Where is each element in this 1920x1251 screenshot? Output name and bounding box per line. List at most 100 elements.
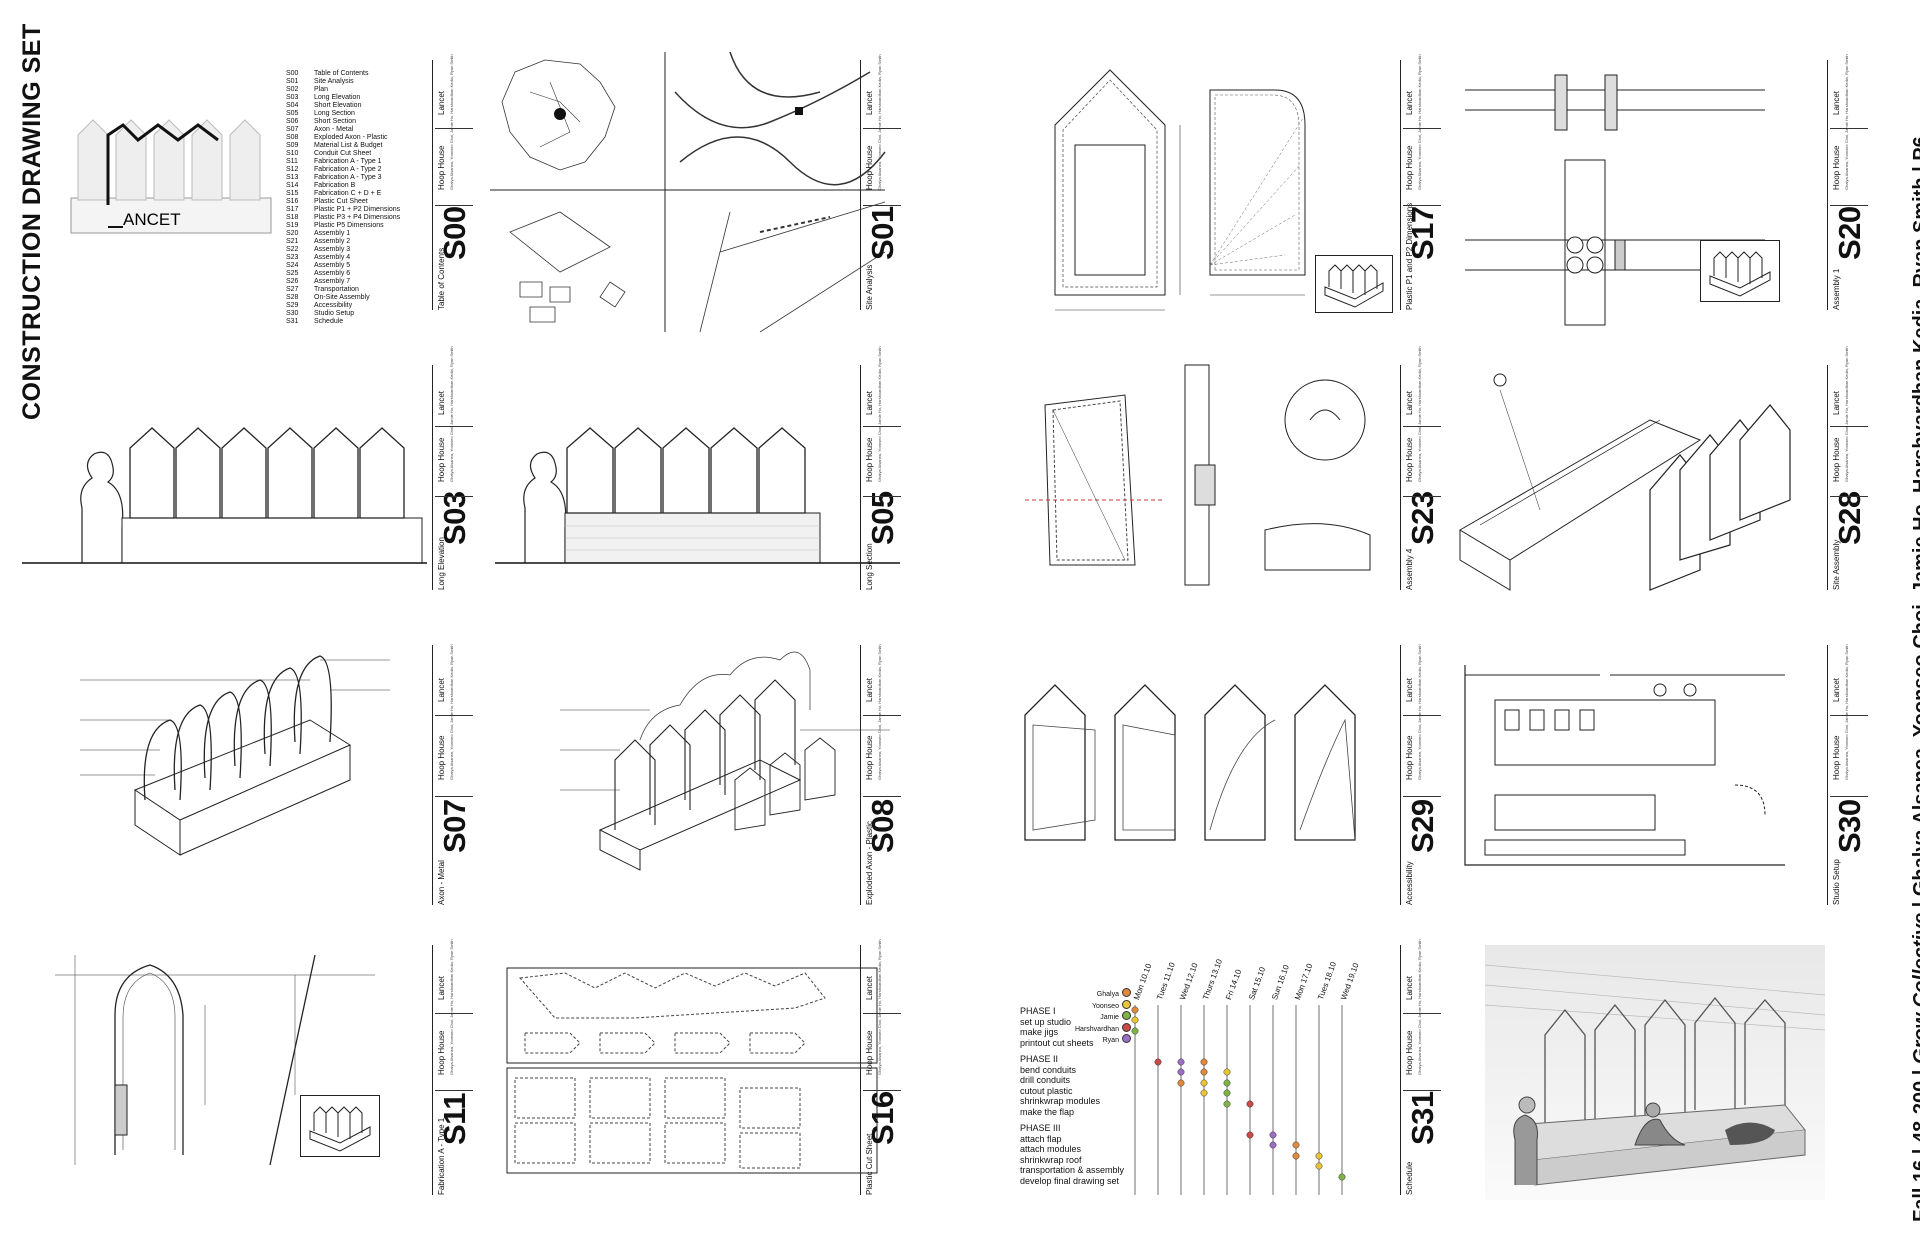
title-block-divider (435, 496, 473, 497)
title-block-divider (1403, 1090, 1441, 1091)
phase-task: attach flap (1020, 1133, 1062, 1144)
sheet-subtitle-label: Hoop House (865, 735, 874, 780)
sheet-name: Plastic Cut Sheet (865, 1133, 874, 1195)
phase-task: transportation & assembly (1020, 1165, 1125, 1175)
sheet-code: S28 (1832, 491, 1867, 545)
sheet-subtitle-label: Hoop House (865, 1030, 874, 1075)
legend-entry: Yoonseo (1075, 999, 1131, 1012)
legend-entry: Jamie (1075, 1011, 1131, 1023)
schedule-task-dot (1223, 1089, 1231, 1097)
sheet-code: S29 (1405, 799, 1440, 853)
phase-task: attach modules (1020, 1144, 1082, 1154)
schedule-task-dot (1200, 1068, 1208, 1076)
toc-code: S14 (286, 182, 299, 189)
toc-title: Plastic P5 Dimensions (314, 222, 384, 229)
schedule-day: Mon 17.10 (1293, 962, 1315, 1002)
toc-code: S17 (286, 206, 299, 213)
phase-task: set up studio (1020, 1016, 1072, 1027)
sheet-subtitle-label: Hoop House (437, 145, 446, 190)
toc-title: Long Section (314, 110, 355, 117)
schedule-day: Tues 18.10 (1316, 960, 1339, 1002)
title-block-divider (435, 426, 473, 427)
title-block-divider (1830, 205, 1868, 206)
studio-setup-drawing (1464, 665, 1785, 866)
toc-code: S08 (286, 134, 299, 141)
sheet-subtitle-label: Hoop House (437, 437, 446, 482)
schedule-task-dot (1338, 1173, 1346, 1181)
schedule-day: Wed 12.10 (1178, 961, 1200, 1002)
phase-task: shrinkwrap roof (1020, 1154, 1082, 1165)
schedule-task-dot (1177, 1068, 1185, 1076)
title-block-divider (1830, 715, 1868, 716)
toc-title: Schedule (314, 318, 344, 325)
sheet-project-label: Lancet (1832, 90, 1841, 115)
legend-name: Ryan (1102, 1037, 1119, 1044)
sheet-code: S07 (437, 799, 472, 853)
sheet-name: Plastic P1 and P2 Dimensions (1405, 202, 1414, 310)
phase-task: develop final drawing set (1020, 1175, 1120, 1186)
sheet-fine-print: Ghalya Alsanea, Yoonseo Choi, Jamie Ho, … (1844, 346, 1849, 482)
toc-code: S23 (286, 254, 299, 261)
title-block-divider (863, 715, 901, 716)
sheet-project-label: Lancet (437, 90, 446, 115)
sheet-project-label: Lancet (1405, 90, 1414, 115)
title-block-divider (435, 205, 473, 206)
toc-title: Assembly 6 (314, 270, 351, 277)
toc-code: S05 (286, 110, 299, 117)
credit-group: Grow Collective (1910, 912, 1920, 1065)
sheet-fine-print: Ghalya Alsanea, Yoonseo Choi, Jamie Ho, … (449, 939, 454, 1075)
toc-code: S18 (286, 214, 299, 221)
schedule-task-dot (1269, 1141, 1277, 1149)
toc-row: S05 Long Section (286, 110, 400, 118)
toc-code: S22 (286, 246, 299, 253)
sheet-fine-print: Ghalya Alsanea, Yoonseo Choi, Jamie Ho, … (1417, 644, 1422, 780)
title-block-divider (435, 796, 473, 797)
sheet-subtitle-label: Hoop House (1832, 437, 1841, 482)
title-block-divider (435, 1090, 473, 1091)
sheet-name: Long Elevation (437, 537, 446, 590)
sheet-project-label: Lancet (437, 975, 446, 1000)
sheet-fine-print: Ghalya Alsanea, Yoonseo Choi, Jamie Ho, … (449, 346, 454, 482)
toc-code: S09 (286, 142, 299, 149)
title-block-divider (435, 715, 473, 716)
toc-code: S02 (286, 86, 299, 93)
schedule-task-dot (1131, 1006, 1139, 1014)
schedule-day: Wed 19.10 (1339, 961, 1361, 1002)
sheet-fine-print: Ghalya Alsanea, Yoonseo Choi, Jamie Ho, … (877, 346, 882, 482)
sheet-subtitle-label: Hoop House (865, 145, 874, 190)
toc-code: S01 (286, 78, 299, 85)
phase-title: PHASE III (1020, 1123, 1061, 1133)
legend-entry: Ghalya (1075, 988, 1131, 1000)
toc-title: Accessibility (314, 302, 353, 309)
sheet-code: S30 (1832, 799, 1867, 853)
toc-code: S24 (286, 262, 299, 269)
toc-code: S07 (286, 126, 299, 133)
toc-code: S21 (286, 238, 299, 245)
toc-title: Fabrication C + D + E (314, 190, 382, 197)
toc-title: Material List & Budget (314, 142, 383, 149)
title-block-divider (1403, 796, 1441, 797)
schedule-task-dot (1292, 1141, 1300, 1149)
toc-title: Assembly 1 (314, 230, 351, 237)
